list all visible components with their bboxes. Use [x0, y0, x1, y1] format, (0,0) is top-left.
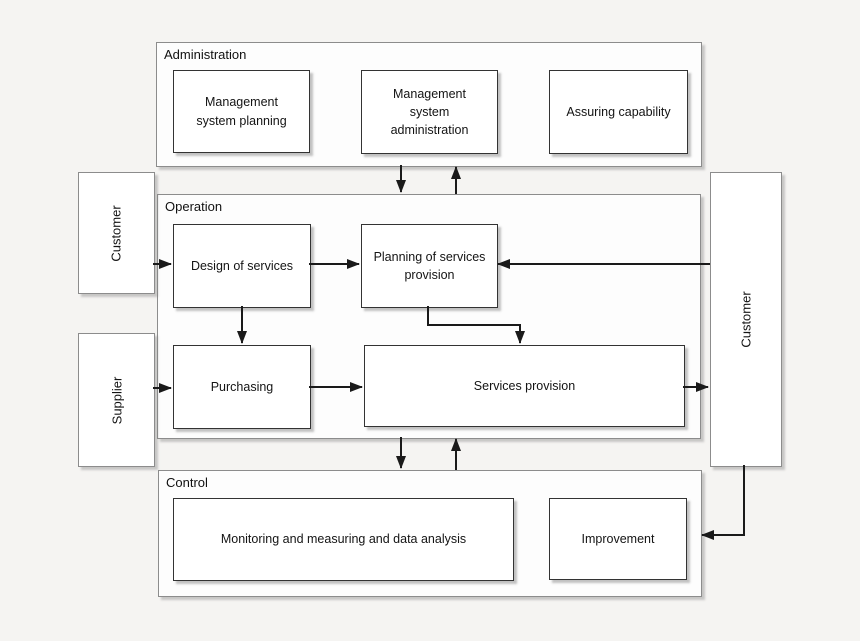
box-customer-left: Customer	[78, 172, 155, 294]
box-supplier-label: Supplier	[108, 376, 124, 424]
box-customer-left-label: Customer	[108, 204, 124, 262]
box-customer-right-label: Customer	[738, 291, 754, 348]
box-design-of-services: Design of services	[173, 224, 311, 308]
box-monitoring-and-measuring: Monitoring and measuring and data analys…	[173, 498, 514, 581]
box-purchasing: Purchasing	[173, 345, 311, 429]
section-control-label: Control	[166, 475, 208, 490]
box-improvement: Improvement	[549, 498, 687, 580]
box-supplier: Supplier	[78, 333, 155, 467]
arrow-customer-right-to-improvement	[701, 465, 745, 540]
box-management-system-planning: Management system planning	[173, 70, 310, 153]
box-management-system-administration: Management system administration	[361, 70, 498, 154]
section-administration-label: Administration	[164, 47, 247, 62]
box-planning-of-services-provision: Planning of services provision	[361, 224, 498, 308]
box-assuring-capability: Assuring capability	[549, 70, 688, 154]
box-customer-right: Customer	[710, 172, 782, 467]
box-services-provision: Services provision	[364, 345, 685, 427]
section-operation-label: Operation	[165, 199, 223, 214]
